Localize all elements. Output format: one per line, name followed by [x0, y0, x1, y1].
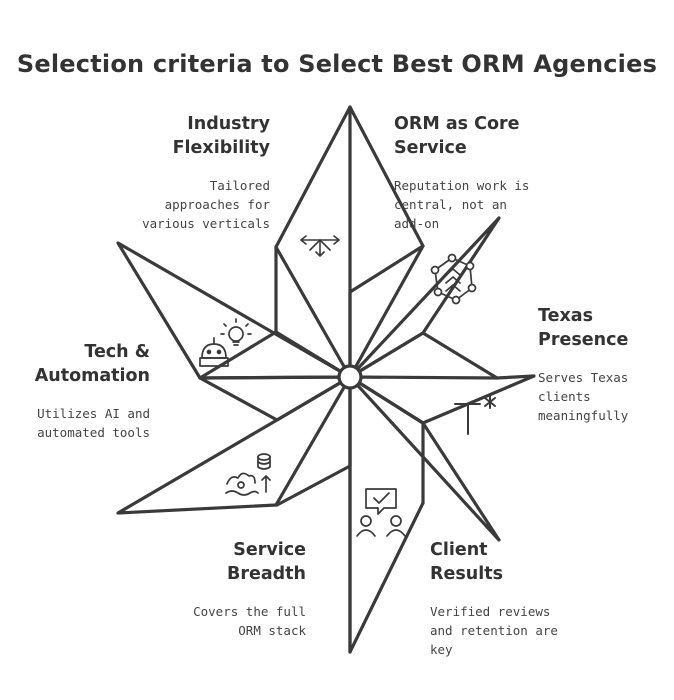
heading-line: Breadth: [227, 564, 306, 584]
description-line: Utilizes AI and: [37, 406, 150, 421]
description-line: Tailored: [209, 178, 270, 193]
description-line: Reputation work is: [394, 178, 530, 193]
text-symbol-icon: [454, 395, 496, 435]
description-line: key: [430, 642, 453, 657]
criterion-heading: Client Results: [430, 538, 620, 586]
criterion-description: Utilizes AI and automated tools: [10, 404, 150, 442]
criterion-service-breadth: Service Breadth Covers the full ORM stac…: [130, 538, 306, 640]
criterion-orm-core-service: ORM as Core Service Reputation work is c…: [394, 112, 584, 233]
description-line: ORM stack: [238, 623, 306, 638]
heading-line: Service: [394, 138, 467, 158]
criterion-client-results: Client Results Verified reviews and rete…: [430, 538, 620, 659]
criterion-heading: Texas Presence: [538, 304, 668, 352]
description-line: Covers the full: [193, 604, 306, 619]
center-hub: [337, 364, 363, 390]
criterion-description: Serves Texas clients meaningfully: [538, 368, 668, 425]
stack-growth-icon: [225, 453, 271, 496]
heading-line: Texas: [538, 306, 593, 326]
users-check-icon: [356, 488, 406, 537]
criterion-description: Covers the full ORM stack: [130, 602, 306, 640]
heading-line: Client: [430, 540, 488, 560]
core-hub-icon: [430, 253, 477, 305]
criterion-texas-presence: Texas Presence Serves Texas clients mean…: [538, 304, 668, 425]
heading-line: Automation: [34, 366, 150, 386]
arrows-spread-icon: [300, 235, 340, 257]
criterion-description: Verified reviews and retention are key: [430, 602, 620, 659]
description-line: meaningfully: [538, 408, 629, 423]
heading-line: Flexibility: [172, 138, 270, 158]
criterion-description: Tailored approaches for various vertical…: [100, 176, 270, 233]
description-line: and retention are: [430, 623, 558, 638]
description-line: add-on: [394, 216, 440, 231]
robot-idea-icon: [199, 318, 252, 367]
criterion-heading: Service Breadth: [130, 538, 306, 586]
criterion-tech-automation: Tech & Automation Utilizes AI and automa…: [10, 340, 150, 442]
blade-texas-presence: [348, 374, 536, 425]
heading-line: Service: [233, 540, 306, 560]
page-title: Selection criteria to Select Best ORM Ag…: [16, 50, 658, 78]
description-line: various verticals: [142, 216, 270, 231]
criterion-heading: Tech & Automation: [10, 340, 150, 388]
criterion-industry-flexibility: Industry Flexibility Tailored approaches…: [100, 112, 270, 233]
criterion-description: Reputation work is central, not an add-o…: [394, 176, 584, 233]
blade-industry-flexibility: [274, 105, 352, 379]
description-line: Serves Texas: [538, 370, 629, 385]
description-line: approaches for: [164, 197, 270, 212]
blade-orm-core: [348, 216, 501, 379]
heading-line: Industry: [187, 114, 270, 134]
heading-line: ORM as Core: [394, 114, 520, 134]
description-line: central, not an: [394, 197, 507, 212]
heading-line: Presence: [538, 330, 629, 350]
description-line: Verified reviews: [430, 604, 551, 619]
description-line: clients: [538, 389, 591, 404]
heading-line: Results: [430, 564, 503, 584]
criterion-heading: ORM as Core Service: [394, 112, 584, 160]
description-line: automated tools: [37, 425, 150, 440]
heading-line: Tech &: [84, 342, 150, 362]
criterion-heading: Industry Flexibility: [100, 112, 270, 160]
